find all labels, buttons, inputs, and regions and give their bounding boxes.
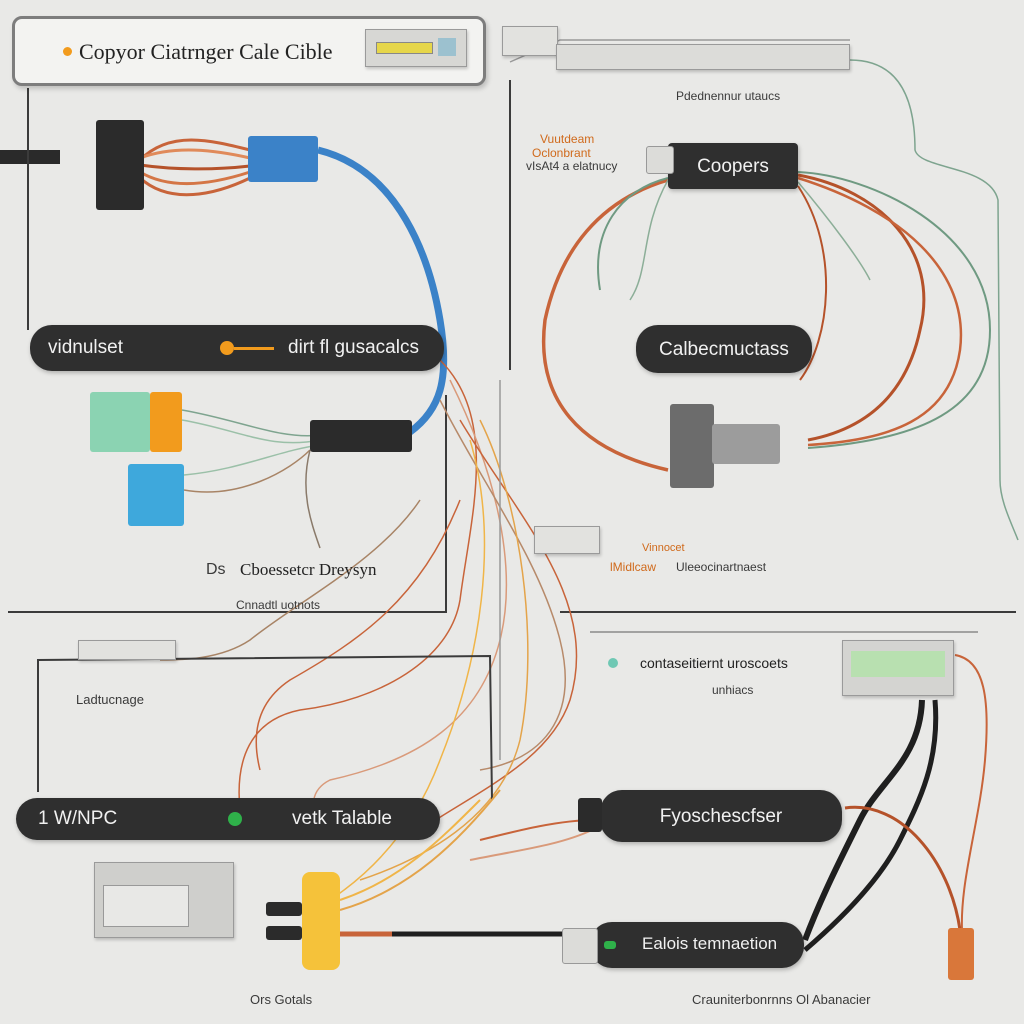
blue-patch-cable (317, 146, 448, 435)
orange-mid-label-2: lMidlcaw (610, 560, 657, 574)
server-rack-icon (94, 862, 234, 938)
black-plug-icon (96, 120, 144, 210)
status-monitor-icon (842, 640, 954, 696)
bottom-left-pill: 1 W/NPC vetk Talable (16, 798, 440, 840)
copper-wire-bundle-icon (138, 138, 251, 197)
patch-panel-icon (365, 29, 467, 67)
title-bullet-icon (63, 47, 72, 56)
bottom-right-caption: Crauniterbonrnns Ol Abanacier (692, 992, 871, 1007)
blue-connector-icon (128, 464, 184, 526)
copper-terminal-icon (948, 928, 974, 980)
page-title: Copyor Ciatrnger Cale Cible (79, 39, 333, 64)
left-pill-label-a: vidnulset (48, 337, 123, 358)
bottom-left-pill-label-b: vetk Talable (292, 808, 392, 829)
orange-connector-icon (150, 392, 182, 452)
ethernet-jack-icon (646, 146, 674, 174)
copperts-pill: Coopers (668, 143, 798, 189)
main-cable-left (0, 150, 60, 164)
cable-pill-label: Calbecmuctass (659, 338, 789, 360)
teal-indicator-icon (608, 658, 618, 668)
grey-rj-plug-icon (670, 404, 714, 488)
title-box: Copyor Ciatrnger Cale Cible (12, 16, 486, 86)
orange-label-1: Vuutdeam (540, 132, 595, 146)
fiber-plug-icon (578, 798, 602, 832)
bottom-left-pill-label-a: 1 W/NPC (38, 808, 118, 829)
fiber-pill: Fyoschescfser (600, 790, 842, 842)
long-patch-panel-icon (556, 44, 850, 70)
yellow-connector-icon (302, 872, 340, 970)
crossover-label: Cboessetcr Dreysyn (240, 560, 377, 579)
orange-label-2: Oclonbrant (532, 146, 591, 160)
small-label-device-icon (78, 640, 176, 660)
left-wide-pill: vidnulset dirt fl gusacalcs (30, 325, 444, 371)
crossover-prefix: Ds (206, 561, 226, 578)
plug-prong-bottom (266, 926, 302, 940)
copper-wire-fan (542, 171, 992, 472)
left-small-device-label: Ladtucnage (76, 692, 144, 707)
top-right-caption: Pdednennur utaucs (676, 89, 781, 103)
crossover-sub: Cnnadtl uotnots (236, 598, 321, 612)
switch-device-icon (502, 26, 558, 56)
grey-rj-body-icon (712, 424, 780, 464)
bottom-left-caption: Ors Gotals (250, 992, 313, 1007)
small-module-icon (534, 526, 600, 554)
inline-coupler-icon (310, 420, 412, 452)
orange-probe-icon (220, 341, 234, 355)
right-box-sub: unhiacs (712, 683, 754, 697)
left-pill-label-b: dirt fl gusacalcs (288, 337, 419, 358)
orange-probe-line (234, 347, 274, 350)
rj45-white-plug-icon (562, 928, 598, 964)
green-connector-icon (90, 392, 150, 452)
fiber-pill-label: Fyoschescfser (659, 805, 783, 827)
ealois-dots-icon (604, 941, 616, 949)
green-led-icon (228, 812, 242, 826)
orange-mid-label-1: Vinnocet (642, 542, 685, 554)
small-label-3: vIsAt4 a elatnucy (526, 159, 618, 173)
copperts-label: Coopers (697, 155, 769, 177)
plug-prong-top (266, 902, 302, 916)
right-box-title: contaseitiernt uroscoets (640, 655, 788, 671)
cable-pill: Calbecmuctass (636, 325, 812, 373)
ealois-pill: Ealois temnaetion (590, 922, 804, 968)
mid-right-label: Uleeocinartnaest (676, 560, 767, 574)
rj45-connector-icon (248, 136, 318, 182)
ealois-pill-label: Ealois temnaetion (642, 934, 778, 953)
